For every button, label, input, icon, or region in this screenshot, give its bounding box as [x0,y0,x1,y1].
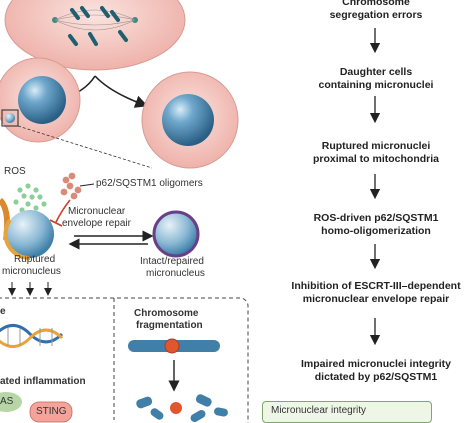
flow-step-2-line-2: containing micronuclei [318,79,434,91]
inflammation-label: ated inflammation [0,376,86,387]
consequences-box [0,297,249,423]
intact-label-1: Intact/repaired [140,256,204,267]
ruptured-label-2: micronucleus [2,266,61,277]
flow-step-3-line-1: Ruptured micronuclei [321,140,431,152]
chromosome-fragments [136,394,228,422]
oligomer-pointer [79,183,95,187]
chromosomes [68,6,128,46]
flow-step-impaired-integrity: Impaired micronuclei integrity dictated … [286,358,466,384]
ruptured-micronucleus [3,210,54,261]
micronucleus [5,113,15,123]
inhibition-bar [49,219,63,227]
dividing-cell [4,0,186,71]
arrow-right-daughter [94,75,148,108]
chromosome-pair [128,338,220,354]
flow-step-daughter-cells: Daughter cells containing micronuclei [286,66,466,92]
sting-blob [29,401,73,423]
inhibition-line [55,199,71,223]
sting-label: STING [36,406,67,417]
micronuclear-integrity-tab: Micronuclear integrity [262,401,432,423]
fragmentation-label-2: fragmentation [136,320,203,331]
ros-dots [13,183,47,213]
envelope-repair-label-1: Micronuclear [68,206,126,217]
flow-step-3-line-2: proximal to mitochondria [312,153,439,165]
illustration [0,0,381,423]
flow-step-6-line-2: dictated by p62/SQSTM1 [314,371,438,383]
flow-step-segregation-errors: Chromosome segregation errors [286,0,466,22]
fragmentation-label-1: Chromosome [134,308,199,319]
zoom-box [1,109,19,127]
zoom-line [17,125,153,169]
ros-label: ROS [4,166,26,177]
cgas-label: AS [0,396,14,407]
daughter-cell-with-micronucleus [0,57,81,143]
flow-step-4-line-1: ROS-driven p62/SQSTM1 [313,212,439,224]
dna-helix [0,324,64,348]
flow-step-ros-oligomerization: ROS-driven p62/SQSTM1 homo-oligomerizati… [286,212,466,238]
partial-heading: e [0,306,6,317]
envelope-repair-label-2: envelope repair [62,218,131,229]
ruptured-label-1: Ruptured [14,254,56,265]
flow-step-1-line-1: Chromosome [342,0,410,8]
flow-step-6-line-1: Impaired micronuclei integrity [301,358,451,370]
flow-step-5-line-2: micronuclear envelope repair [302,293,450,305]
intact-micronucleus [152,210,200,258]
flow-step-1-line-2: segregation errors [329,9,423,21]
flow-step-ruptured-micronuclei: Ruptured micronuclei proximal to mitocho… [286,140,466,166]
flow-step-4-line-2: homo-oligomerization [321,225,431,237]
daughter-cell-normal [141,71,239,169]
intact-label-2: micronucleus [146,268,205,279]
flow-step-escrt-inhibition: Inhibition of ESCRT-III–dependent micron… [286,280,466,306]
flow-step-2-line-1: Daughter cells [339,66,413,78]
downstream-arrows [8,282,52,296]
p62-oligomers [60,172,82,200]
flow-step-5-line-1: Inhibition of ESCRT-III–dependent [291,280,461,292]
cgas-blob [0,392,22,412]
p62-oligomers-label: p62/SQSTM1 oligomers [96,178,203,189]
